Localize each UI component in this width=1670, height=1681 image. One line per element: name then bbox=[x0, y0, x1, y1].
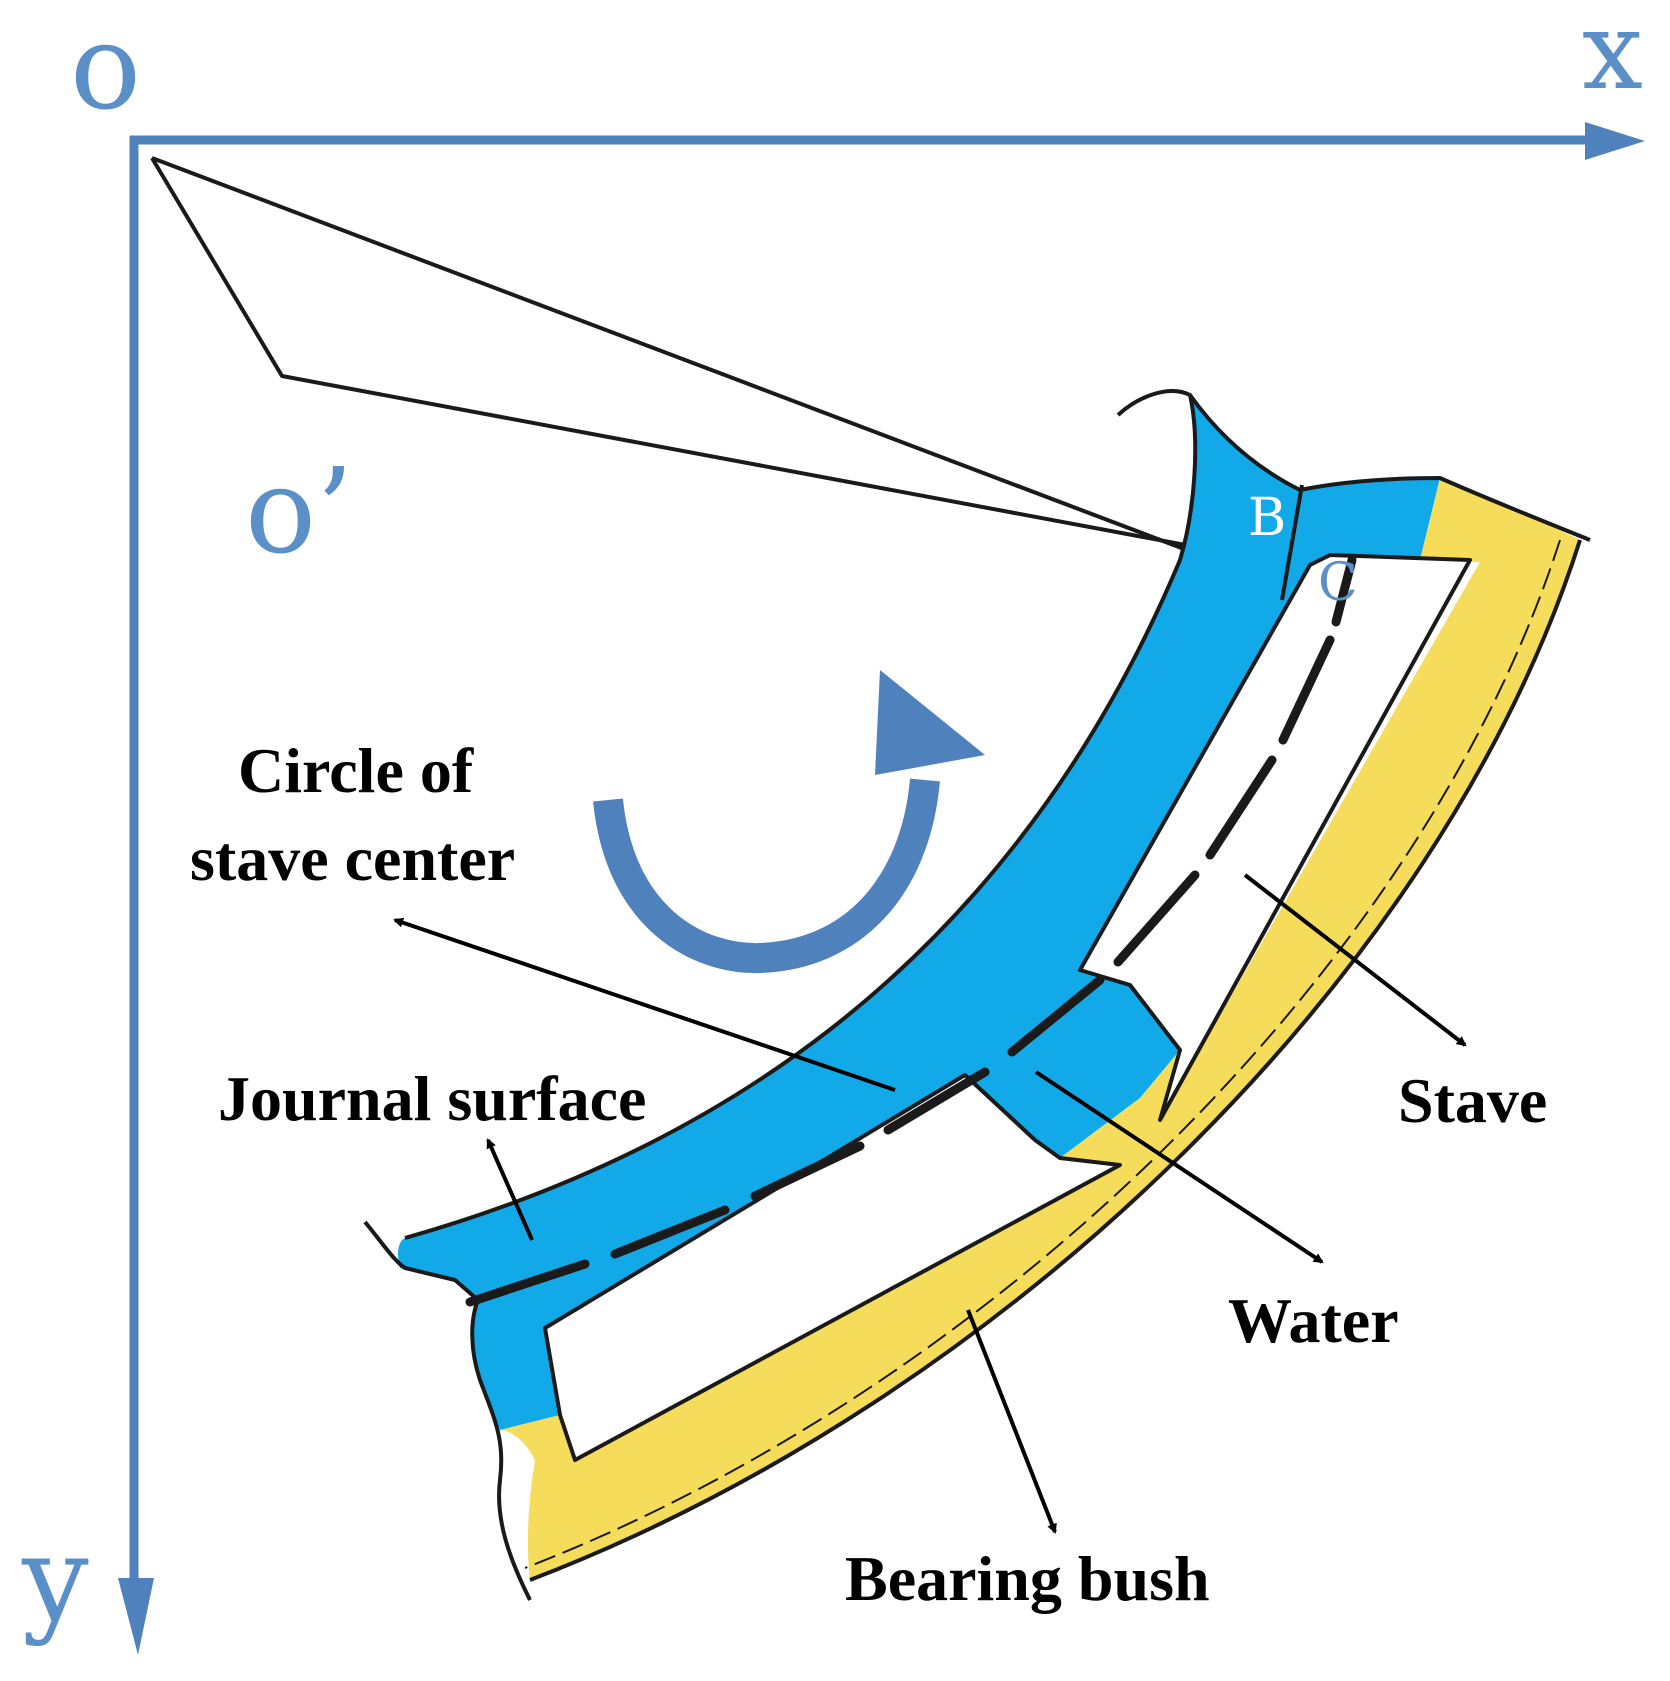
stave-callout-arrow bbox=[1243, 873, 1467, 1047]
stave-segment bbox=[1205, 755, 1277, 860]
water-region bbox=[397, 395, 1440, 1430]
lower-window-outline bbox=[543, 1073, 1122, 1462]
offset-origin-label: o’ bbox=[245, 442, 354, 580]
point-a-label: A bbox=[1127, 443, 1167, 503]
point-b-label: B bbox=[1248, 488, 1286, 548]
stave-segment bbox=[1007, 975, 1105, 1057]
callout-arrows bbox=[393, 873, 1467, 1534]
stave-segment bbox=[1331, 555, 1357, 627]
journal-surface-label: Journal surface bbox=[218, 1063, 646, 1134]
origin-label: o bbox=[70, 0, 141, 136]
x-axis-arrowhead bbox=[1585, 122, 1645, 160]
stave-segment bbox=[1278, 635, 1335, 745]
water-label: Water bbox=[1228, 1285, 1399, 1356]
stave-label: Stave bbox=[1398, 1065, 1547, 1136]
circle-label-line1: Circle of bbox=[238, 735, 474, 806]
y-axis-arrowhead bbox=[118, 1578, 154, 1655]
water-callout-arrow bbox=[1034, 1070, 1324, 1264]
clockwise-rotation-arrow-icon bbox=[593, 670, 985, 974]
x-axis-label: x bbox=[1582, 0, 1643, 114]
journal-callout-arrow bbox=[486, 1138, 534, 1241]
bush-outer-dashed bbox=[524, 539, 1561, 1569]
point-b-tick bbox=[1280, 484, 1304, 601]
lower-window bbox=[545, 1075, 1120, 1460]
circle-callout-arrow bbox=[393, 917, 896, 1092]
bearing-outlines bbox=[363, 389, 1591, 1601]
stave-segment bbox=[465, 1259, 590, 1307]
y-axis-label: y bbox=[21, 1510, 89, 1648]
bush-outer-curve bbox=[529, 539, 1582, 1582]
triangle-line bbox=[150, 156, 1283, 565]
bearing-bush-region bbox=[500, 478, 1580, 1580]
journal-surface-curve bbox=[404, 394, 1198, 1240]
stave-segments bbox=[465, 555, 1357, 1307]
circle-label-line2: stave center bbox=[190, 823, 515, 894]
stave-window-outline bbox=[1078, 553, 1472, 1122]
stave-window bbox=[1080, 555, 1470, 1120]
point-c-label: C bbox=[1318, 553, 1358, 613]
axes bbox=[118, 122, 1645, 1655]
bush-callout-arrow bbox=[966, 1309, 1057, 1534]
stave-segment bbox=[1113, 870, 1200, 967]
stave-segment bbox=[883, 1067, 990, 1135]
bearing-bush-label: Bearing bush bbox=[845, 1543, 1210, 1614]
left-end bbox=[363, 1220, 532, 1601]
stave-segment bbox=[750, 1141, 865, 1201]
stave-segment bbox=[610, 1205, 730, 1259]
